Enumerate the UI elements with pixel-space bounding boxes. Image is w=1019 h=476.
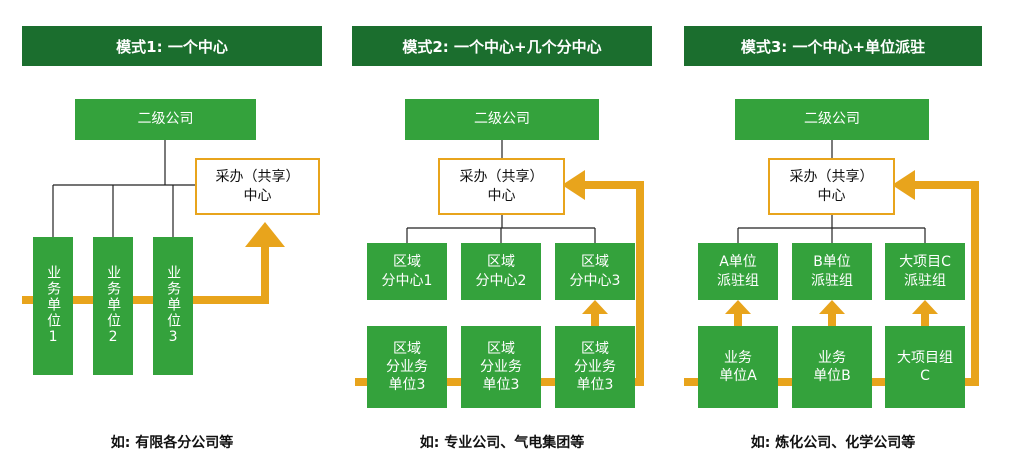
- m3-unit-a: 业务 单位A: [698, 326, 778, 408]
- m2-top-company: 二级公司: [405, 99, 599, 140]
- m2-center: 采办（共享） 中心: [438, 158, 565, 215]
- m3-title: 模式3: 一个中心+单位派驻: [684, 26, 982, 66]
- m2-subcenter-1: 区域 分中心1: [367, 243, 447, 300]
- m2-title: 模式2: 一个中心+几个分中心: [352, 26, 652, 66]
- m2-unit-2: 区域 分业务 单位3: [461, 326, 541, 408]
- m1-caption: 如: 有限各分公司等: [110, 435, 234, 451]
- m1-unit-3: 业务单位3: [153, 237, 193, 375]
- m3-unit-b: 业务 单位B: [792, 326, 872, 408]
- m3-up-arrows: [725, 300, 938, 326]
- m2-subcenter-3: 区域 分中心3: [555, 243, 635, 300]
- m3-group-c: 大项目C 派驻组: [885, 243, 965, 300]
- m3-group-b: B单位 派驻组: [792, 243, 872, 300]
- m1-unit-1: 业务单位1: [33, 237, 73, 375]
- m2-up-arrow: [582, 300, 608, 326]
- m1-unit-2: 业务单位2: [93, 237, 133, 375]
- m3-group-a: A单位 派驻组: [698, 243, 778, 300]
- m3-center: 采办（共享） 中心: [768, 158, 895, 215]
- m2-tree-lines: [406, 140, 596, 243]
- m3-tree-lines: [737, 140, 926, 243]
- m2-unit-3: 区域 分业务 单位3: [555, 326, 635, 408]
- m2-subcenter-2: 区域 分中心2: [461, 243, 541, 300]
- m3-top-company: 二级公司: [735, 99, 929, 140]
- m1-center: 采办（共享） 中心: [195, 158, 320, 215]
- m1-title: 模式1: 一个中心: [22, 26, 322, 66]
- m1-top-company: 二级公司: [75, 99, 256, 140]
- m2-caption: 如: 专业公司、气电集团等: [419, 435, 585, 451]
- m3-caption: 如: 炼化公司、化学公司等: [750, 435, 916, 451]
- m3-unit-c: 大项目组 C: [885, 326, 965, 408]
- m2-unit-1: 区域 分业务 单位3: [367, 326, 447, 408]
